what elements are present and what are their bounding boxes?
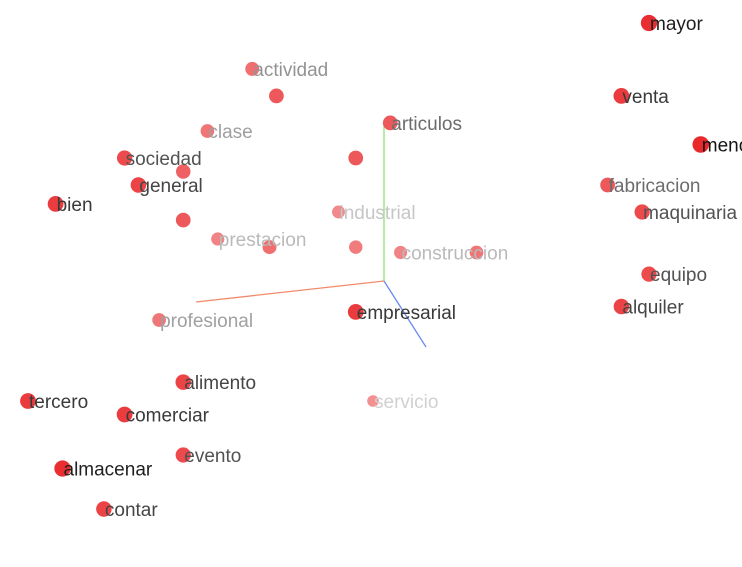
x-axis-line [195,280,385,303]
data-point[interactable] [349,240,363,254]
data-point[interactable] [130,177,147,193]
point-label: prestacion [219,230,307,251]
point-alquiler[interactable]: alquiler [613,298,685,319]
point-label: general [139,176,202,197]
point-sociedad[interactable]: sociedad [116,149,202,170]
point-label: tercero [29,392,88,413]
data-point[interactable] [332,205,345,219]
data-point[interactable] [116,150,133,166]
labeled-points: servicio industrial prestacion construccion… [20,14,742,521]
data-point[interactable] [347,304,364,320]
point-label: servicio [374,392,438,413]
point-industrial[interactable]: industrial [332,203,416,224]
data-point[interactable] [692,136,710,153]
data-point[interactable] [96,501,112,517]
point-clase[interactable]: clase [200,122,253,143]
data-point[interactable] [152,313,166,327]
point-label: menor [702,136,742,157]
point-tercero[interactable]: tercero [20,392,88,413]
point-fabricacion[interactable]: fabricacion [600,176,700,197]
data-point[interactable] [262,240,277,255]
data-point[interactable] [116,406,133,423]
data-point[interactable] [54,460,71,477]
point-alimento[interactable]: alimento [175,373,256,394]
data-point[interactable] [469,245,484,260]
point-label: empresarial [357,303,456,324]
point-label: bien [57,195,93,216]
data-point[interactable] [641,266,657,282]
point-prestacion[interactable]: prestacion [211,230,306,251]
point-label: alimento [184,373,256,394]
point-label: sociedad [126,149,202,170]
data-point[interactable] [20,393,36,409]
point-profesional[interactable]: profesional [152,311,253,332]
point-label: alquiler [622,298,684,319]
data-point[interactable] [47,196,64,212]
data-point[interactable] [175,212,191,228]
point-equipo[interactable]: equipo [641,265,707,286]
point-actividad[interactable]: actividad [245,60,328,81]
point-mayor[interactable]: mayor [640,14,704,35]
point-maquinaria[interactable]: maquinaria [634,203,738,224]
data-point[interactable] [634,204,650,220]
point-label: industrial [340,203,416,224]
data-point[interactable] [175,374,192,390]
data-point[interactable] [640,14,658,32]
point-label: fabricacion [609,176,701,197]
point-label: actividad [253,60,328,81]
z-axis-line [383,280,427,348]
axes-group [195,125,427,348]
point-label: evento [184,446,241,467]
point-label: construccion [402,244,509,265]
unlabeled-points [175,88,484,260]
point-almacenar[interactable]: almacenar [54,460,153,481]
data-point[interactable] [175,447,191,463]
data-point[interactable] [382,115,398,131]
data-point[interactable] [394,245,408,260]
data-point[interactable] [367,395,379,407]
point-articulos[interactable]: articulos [382,114,462,135]
point-label: clase [208,122,252,143]
point-venta[interactable]: venta [613,87,670,108]
point-label: comerciar [126,406,210,427]
point-menor[interactable]: menor [692,136,742,157]
point-label: mayor [650,14,703,35]
point-servicio[interactable]: servicio [367,392,438,413]
data-point[interactable] [613,88,630,104]
data-point[interactable] [200,124,215,138]
point-label: profesional [160,311,253,332]
point-evento[interactable]: evento [175,446,242,467]
data-point[interactable] [613,298,630,315]
data-point[interactable] [176,164,191,179]
data-point[interactable] [348,150,364,166]
point-general[interactable]: general [130,176,203,197]
point-label: venta [622,87,669,108]
point-contar[interactable]: contar [96,500,158,521]
data-point[interactable] [245,61,260,76]
point-bien[interactable]: bien [47,195,93,216]
point-label: almacenar [64,460,153,481]
point-label: equipo [650,265,707,286]
data-point[interactable] [269,88,284,104]
data-point[interactable] [600,177,615,193]
point-label: articulos [391,114,462,135]
point-empresarial[interactable]: empresarial [347,303,456,324]
point-label: maquinaria [643,203,737,224]
point-comerciar[interactable]: comerciar [116,406,210,427]
data-point[interactable] [211,232,225,246]
point-label: contar [105,500,158,521]
point-construccion[interactable]: construccion [394,244,508,265]
